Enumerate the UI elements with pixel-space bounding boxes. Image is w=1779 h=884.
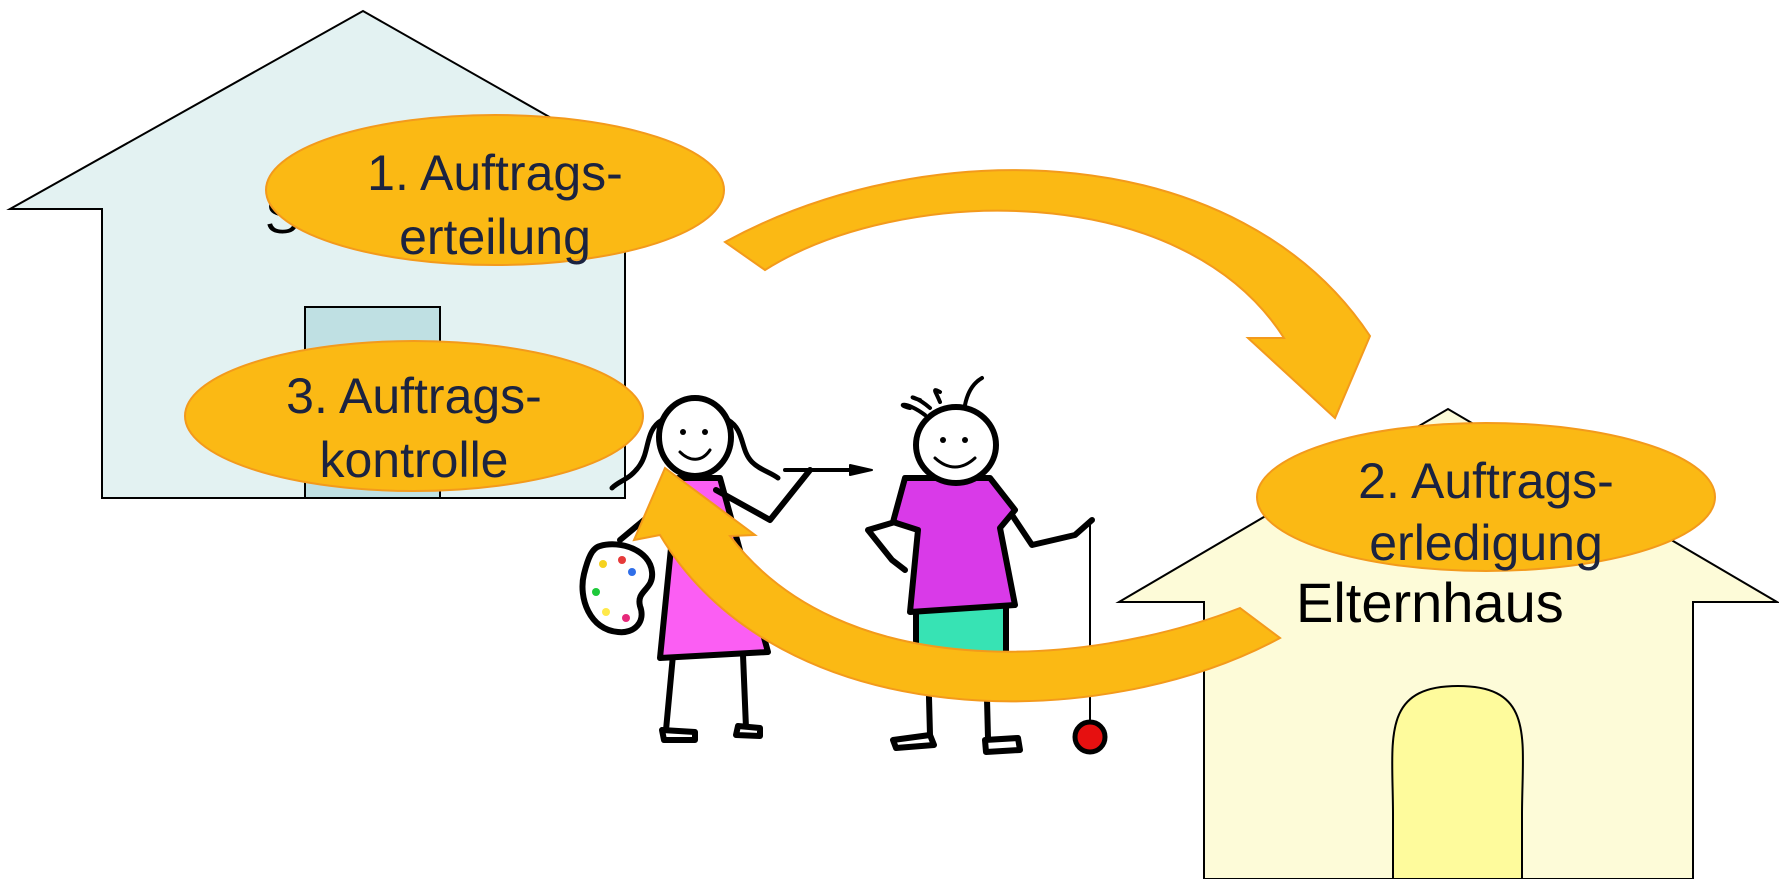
palette-dots — [592, 556, 636, 622]
arrow-assign-to-complete — [723, 169, 1372, 420]
step-assign-line1: 1. Auftrags- — [367, 145, 623, 201]
step-assign-line2: erteilung — [399, 209, 591, 265]
arrow-complete-to-control — [632, 466, 1282, 703]
step-bubble-complete: 2. Auftrags- erledigung — [1256, 422, 1716, 572]
step-complete-line2: erledigung — [1369, 515, 1603, 571]
step-bubble-control-shape — [184, 340, 644, 492]
boy-shirt — [890, 475, 1018, 615]
yoyo — [1072, 719, 1108, 755]
parent-house-door — [1391, 684, 1524, 880]
step-complete-line1: 2. Auftrags- — [1358, 453, 1614, 509]
palette — [579, 541, 656, 636]
step-bubble-complete-shape — [1256, 422, 1716, 572]
step-control-line1: 3. Auftrags- — [286, 368, 542, 424]
parent-house-label: Elternhaus — [1296, 571, 1564, 634]
step-control-line2: kontrolle — [320, 432, 509, 488]
step-bubble-control: 3. Auftrags- kontrolle — [184, 340, 644, 492]
step-bubble-assign: 1. Auftrags- erteilung — [265, 114, 725, 266]
step-bubble-assign-shape — [265, 114, 725, 266]
